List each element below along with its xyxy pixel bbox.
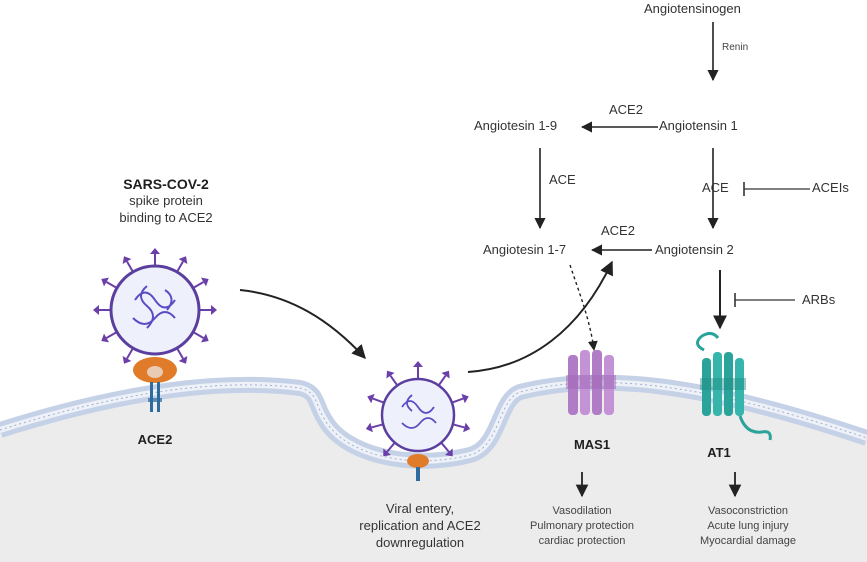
cell-body xyxy=(0,382,867,562)
label-ace-left: ACE xyxy=(549,172,576,187)
at1-effect: Vasoconstriction xyxy=(708,505,788,517)
sars-cov-2-virus-icon xyxy=(92,247,218,368)
label-angiotesin-1-9: Angiotesin 1-9 xyxy=(474,118,558,133)
label-ace2-mid: ACE2 xyxy=(601,223,635,238)
label-angiotesin-1-7: Angiotesin 1-7 xyxy=(483,242,567,257)
label-arbs: ARBs xyxy=(802,292,836,307)
at1-effect: Acute lung injury xyxy=(707,520,789,532)
label-angiotensin-1: Angiotensin 1 xyxy=(659,118,738,133)
arrow-dashed-mas1 xyxy=(569,264,598,351)
label-mas1: MAS1 xyxy=(573,437,611,452)
virus-title: SARS-COV-2 xyxy=(123,176,209,192)
label-renin: Renin xyxy=(722,42,749,53)
arrow-virus-entry xyxy=(239,289,366,360)
label-ace2-top: ACE2 xyxy=(609,102,643,117)
at1-effect: Myocardial damage xyxy=(700,535,796,547)
mas1-receptor-icon xyxy=(566,350,616,415)
label-aceis: ACEIs xyxy=(812,180,849,195)
ace2-receptor-icon xyxy=(133,357,177,412)
label-at1: AT1 xyxy=(707,445,731,460)
mas1-effect: cardiac protection xyxy=(538,535,626,547)
entry-caption-line2: replication and ACE2 xyxy=(359,518,481,533)
label-angiotensin-2: Angiotensin 2 xyxy=(655,242,734,257)
virus-subtitle-line2: binding to ACE2 xyxy=(119,210,213,225)
mas1-effect: Vasodilation xyxy=(552,505,612,517)
mas1-effect: Pulmonary protection xyxy=(530,520,634,532)
label-ace2-receptor: ACE2 xyxy=(137,432,173,447)
entry-caption-line1: Viral entery, xyxy=(385,501,455,516)
arrow-to-pathway xyxy=(467,260,613,373)
entry-caption-line3: downregulation xyxy=(375,535,465,550)
label-angiotensinogen: Angiotensinogen xyxy=(644,1,741,16)
label-ace-right: ACE xyxy=(702,180,729,195)
at1-receptor-icon xyxy=(696,331,772,441)
virus-subtitle-line1: spike protein xyxy=(129,193,203,208)
internalized-virus-icon xyxy=(363,360,473,481)
